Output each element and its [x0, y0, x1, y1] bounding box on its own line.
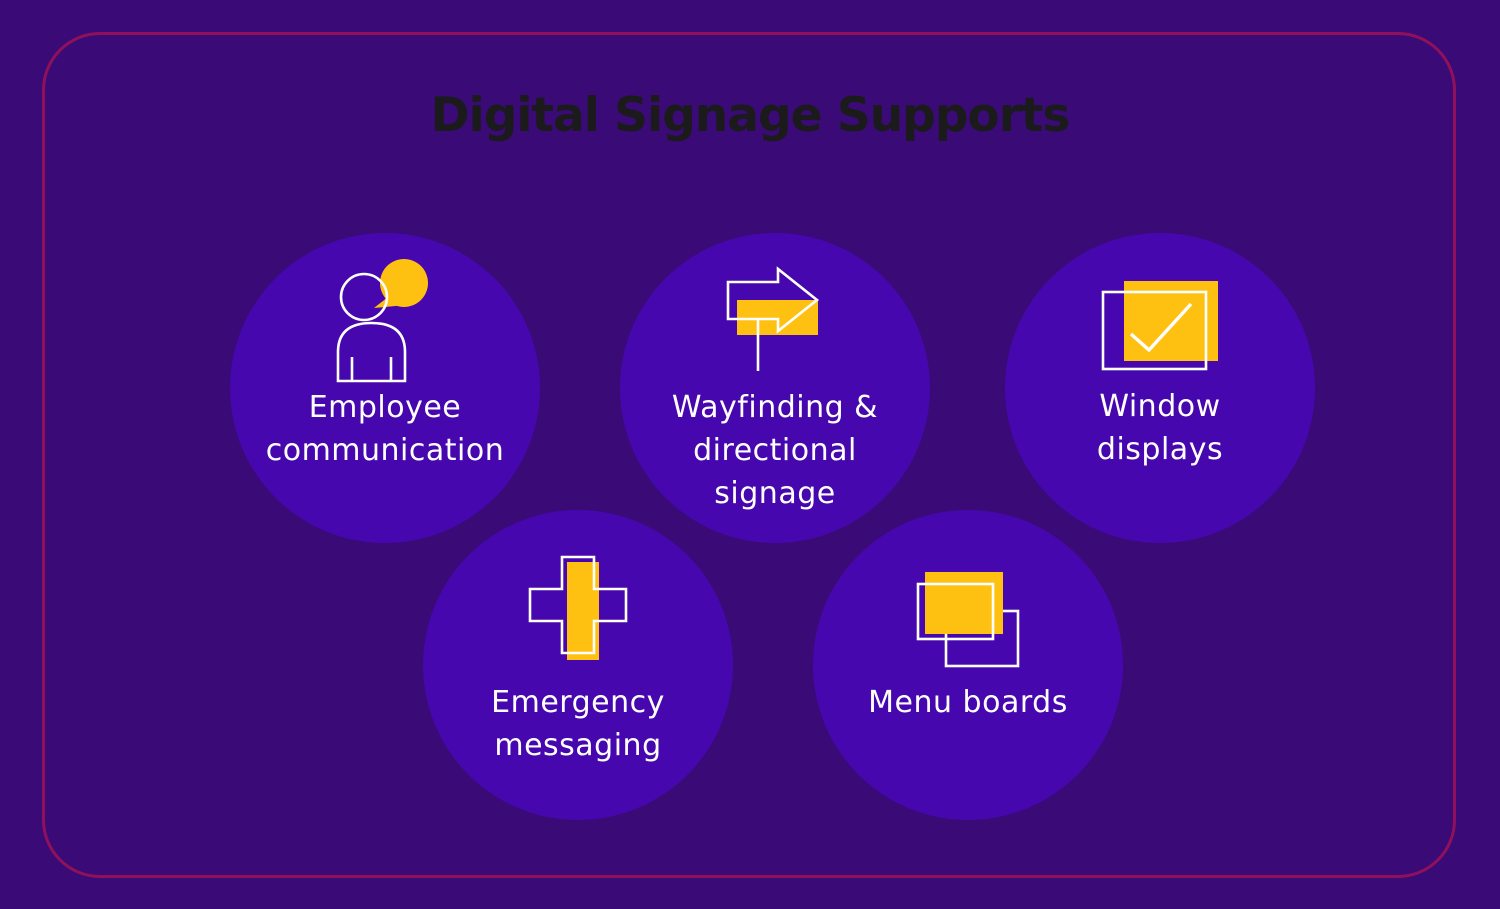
person-speech-bubble-icon [336, 259, 428, 383]
item-label: Wayfinding & directional signage [671, 390, 879, 511]
item-label: Window displays [1096, 389, 1224, 467]
item-label: Employee communication [265, 390, 505, 468]
item-circle-emergency-messaging: Emergency messaging [423, 510, 733, 820]
window-checkmark-icon [1101, 281, 1218, 371]
item-label: Menu boards [868, 685, 1068, 720]
directional-arrow-sign-icon [726, 266, 820, 371]
item-circle-window-displays: Window displays [1005, 233, 1315, 543]
rounded-border-frame [42, 32, 1456, 878]
page-title: Digital Signage Supports [430, 88, 1071, 143]
medical-cross-icon [528, 555, 628, 660]
item-circle-employee-communication: Employee communication [230, 233, 540, 543]
item-circle-menu-boards: Menu boards [813, 510, 1123, 820]
overlapping-boards-icon [916, 572, 1020, 668]
item-label: Emergency messaging [491, 685, 665, 763]
item-circle-wayfinding-directional-signage: Wayfinding & directional signage [620, 233, 930, 543]
